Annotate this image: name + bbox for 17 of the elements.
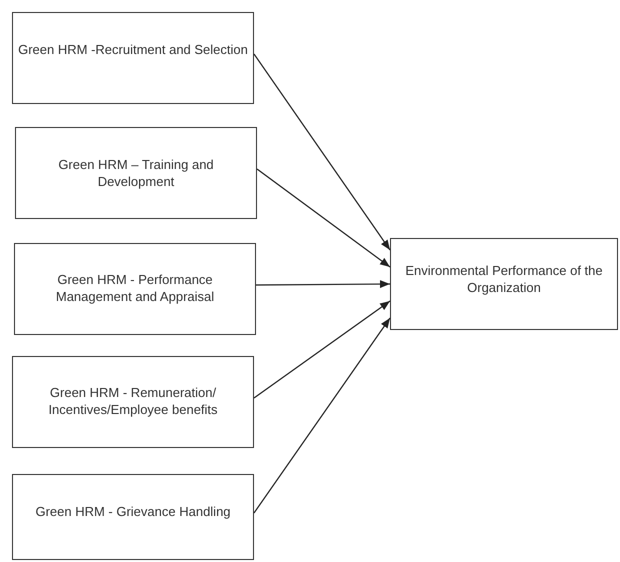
arrow	[254, 318, 390, 514]
box-label: Green HRM - Grievance Handling	[35, 503, 231, 520]
box-label: Environmental Performance of the Organization	[404, 262, 604, 296]
arrow	[256, 168, 390, 268]
box-label: Green HRM -Recruitment and Selection	[18, 41, 248, 58]
box-label: Green HRM - Performance Management and Appraisal	[54, 271, 216, 305]
box-label: Green HRM - Remuneration/ Incentives/Employee benefits	[47, 384, 219, 418]
process-box	[12, 12, 254, 104]
process-box	[15, 127, 257, 219]
process-box	[14, 243, 256, 335]
arrow	[254, 54, 390, 250]
process-box	[12, 474, 254, 560]
process-box	[390, 238, 618, 330]
arrow	[256, 280, 390, 288]
arrow	[254, 300, 390, 398]
box-label: Green HRM – Training and Development	[57, 156, 215, 190]
process-box	[12, 356, 254, 448]
